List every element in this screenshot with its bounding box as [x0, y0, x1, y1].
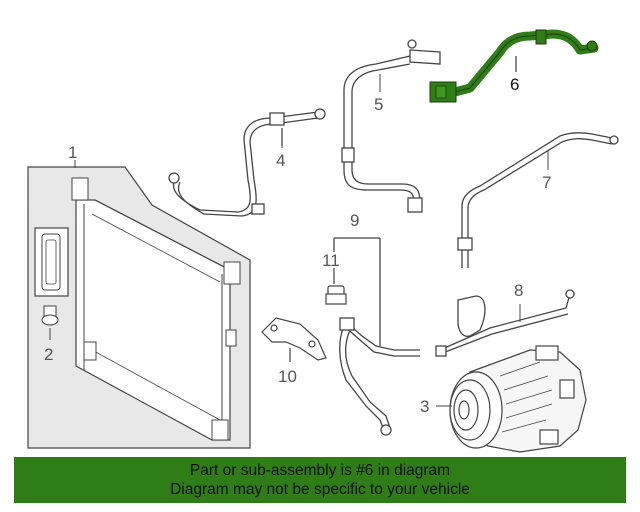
callout-5: 5	[374, 95, 383, 114]
callout-4: 4	[276, 151, 285, 170]
part-11-pressure-switch[interactable]	[325, 268, 347, 305]
banner-line-1: Part or sub-assembly is #6 in diagram	[189, 462, 451, 479]
callout-10: 10	[278, 367, 297, 386]
part-10-bracket[interactable]	[261, 317, 327, 362]
banner-line-2: Diagram may not be specific to your vehi…	[170, 481, 470, 498]
part-6-hose-highlighted[interactable]	[429, 29, 599, 103]
callout-6: 6	[510, 75, 519, 94]
callout-1: 1	[68, 143, 77, 162]
part-9-pipe[interactable]	[333, 237, 420, 436]
callout-9: 9	[350, 211, 359, 230]
callout-11: 11	[322, 251, 340, 270]
part-1-condenser[interactable]	[27, 160, 251, 449]
callout-2: 2	[44, 345, 53, 364]
part-3-compressor[interactable]	[449, 345, 587, 453]
part-4-hose[interactable]	[168, 108, 326, 217]
callout-8: 8	[514, 281, 523, 300]
part-7-pipe[interactable]	[457, 132, 619, 268]
callout-3: 3	[420, 397, 429, 416]
part-8-pipe[interactable]	[435, 289, 575, 357]
part-5-hose[interactable]	[341, 39, 441, 213]
info-banner: Part or sub-assembly is #6 in diagram Di…	[14, 457, 626, 503]
callout-7: 7	[542, 173, 551, 192]
